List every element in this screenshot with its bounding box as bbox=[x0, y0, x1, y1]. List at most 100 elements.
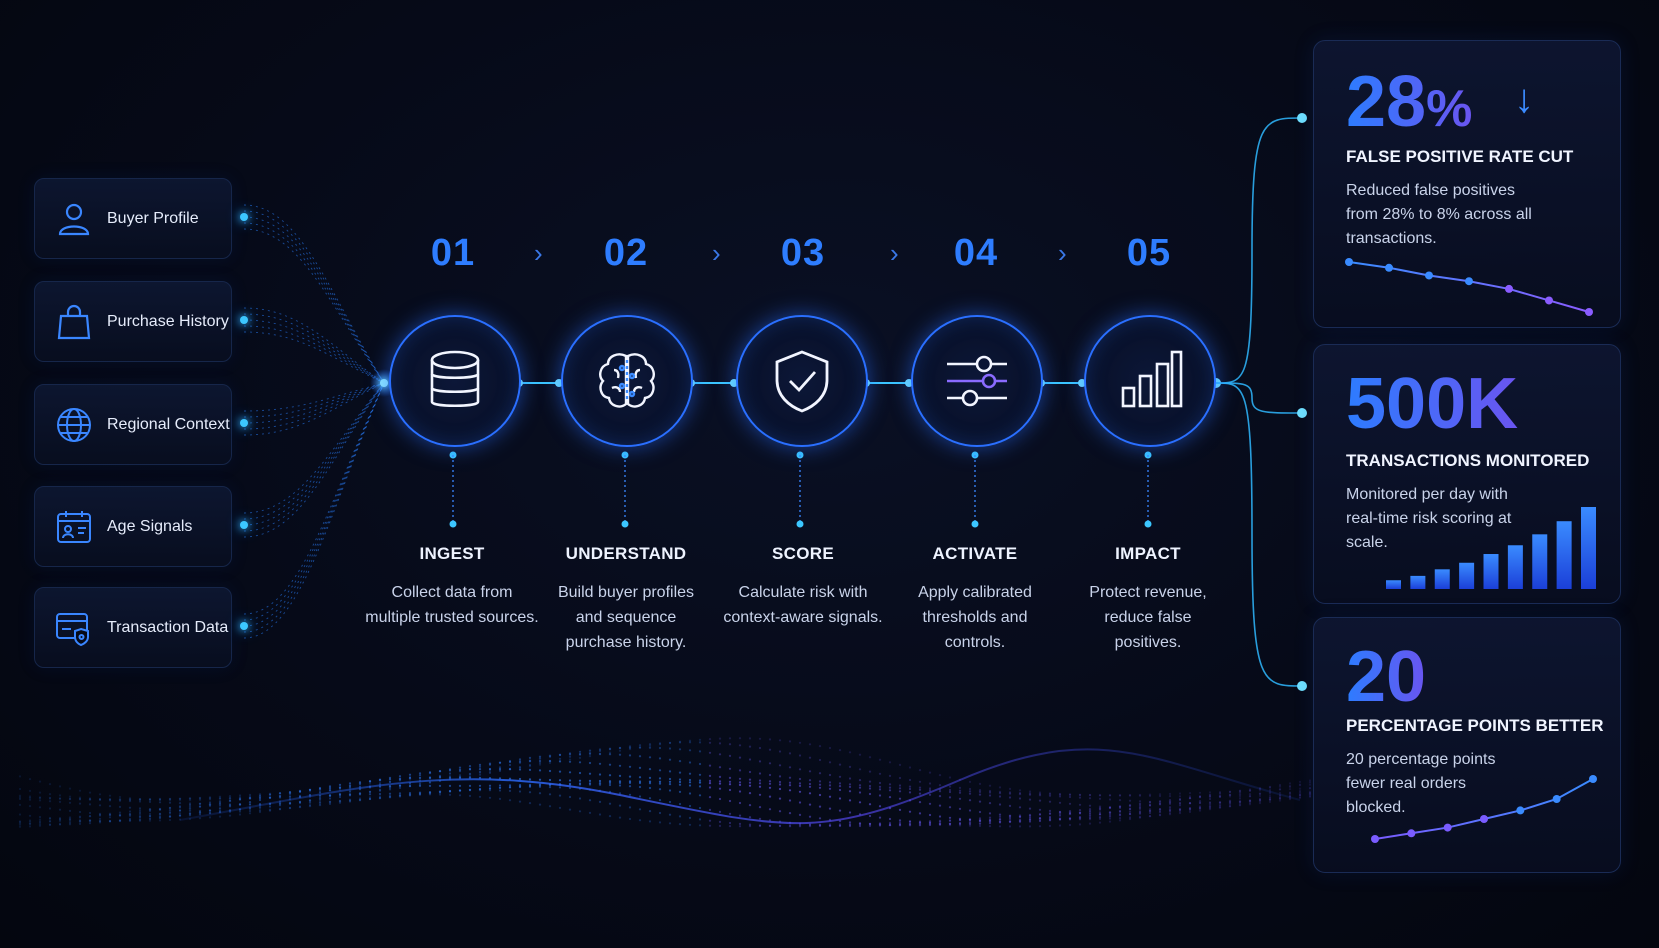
data-point bbox=[1465, 277, 1473, 286]
branch-line bbox=[1215, 382, 1303, 414]
step-description: Collect data from multiple trusted sourc… bbox=[365, 584, 539, 626]
step-circle-impact bbox=[1084, 315, 1216, 447]
step-description: Apply calibrated thresholds and controls… bbox=[918, 584, 1032, 651]
bar bbox=[1459, 562, 1475, 589]
metric-title: PERCENTAGE POINTS BETTER bbox=[1346, 716, 1604, 735]
data-point bbox=[1425, 271, 1433, 280]
input-card-purchase-history: Purchase History bbox=[34, 281, 232, 362]
step-circle-ingest bbox=[389, 315, 521, 447]
chevron-right-icon: › bbox=[712, 238, 721, 268]
step-title: INGEST bbox=[419, 544, 485, 563]
bar bbox=[1410, 575, 1426, 589]
data-point bbox=[1345, 258, 1353, 266]
data-point bbox=[1589, 775, 1597, 783]
branch-end-dot bbox=[1297, 113, 1307, 123]
metric-card-false-positive: 28% ↓ FALSE POSITIVE RATE CUT Reduced fa… bbox=[1313, 40, 1621, 328]
input-connector-dot bbox=[240, 521, 248, 529]
step-number: 05 bbox=[1126, 232, 1172, 274]
wave-line bbox=[179, 748, 1301, 825]
input-label: Regional Context bbox=[107, 415, 230, 433]
data-point bbox=[1505, 284, 1513, 293]
shopping-bag-icon bbox=[55, 303, 93, 341]
input-connector-dot bbox=[240, 419, 248, 427]
chevron-right-icon: › bbox=[1058, 238, 1067, 268]
input-card-regional-context: Regional Context bbox=[34, 384, 232, 465]
metric-value: 20 bbox=[1346, 637, 1427, 717]
step-connectors bbox=[449, 379, 1152, 528]
metric-title: FALSE POSITIVE RATE CUT bbox=[1346, 147, 1574, 166]
bar bbox=[1532, 534, 1548, 589]
data-point bbox=[1545, 296, 1553, 305]
chevron-right-icon: › bbox=[890, 238, 899, 268]
bar bbox=[1556, 521, 1572, 589]
data-point bbox=[1385, 263, 1393, 272]
shield-check-icon bbox=[775, 350, 829, 413]
card-shield-icon bbox=[55, 609, 93, 647]
input-connector-dot bbox=[240, 316, 248, 324]
bar bbox=[1434, 569, 1450, 589]
step-title: SCORE bbox=[772, 544, 834, 563]
input-card-age-signals: Age Signals bbox=[34, 486, 232, 567]
branch-end-dot bbox=[1297, 408, 1307, 418]
branch-line bbox=[1215, 382, 1303, 687]
data-point bbox=[1371, 835, 1379, 843]
input-card-transaction-data: Transaction Data bbox=[34, 587, 232, 668]
metric-value: 500K bbox=[1346, 364, 1519, 444]
step-number: 01 bbox=[430, 232, 476, 274]
step-number: 02 bbox=[603, 232, 649, 274]
data-point bbox=[1407, 829, 1416, 838]
step-circle-score bbox=[736, 315, 868, 447]
bar bbox=[1386, 580, 1401, 589]
step-circle-activate bbox=[911, 315, 1043, 447]
metric-title: TRANSACTIONS MONITORED bbox=[1346, 451, 1590, 470]
data-point bbox=[1585, 308, 1593, 316]
percentage-points-trend-chart bbox=[1371, 775, 1597, 843]
bar bbox=[1581, 507, 1596, 589]
step-number: 03 bbox=[780, 232, 826, 274]
input-label: Purchase History bbox=[107, 312, 229, 330]
bar-chart-icon bbox=[1121, 350, 1183, 408]
false-positive-trend-chart bbox=[1345, 258, 1593, 316]
step-description: Build buyer profiles and sequence purcha… bbox=[557, 584, 695, 651]
data-point bbox=[1480, 815, 1488, 823]
input-label: Buyer Profile bbox=[107, 209, 199, 227]
step-title: ACTIVATE bbox=[932, 544, 1018, 563]
sliders-icon bbox=[947, 355, 1007, 407]
input-label: Age Signals bbox=[107, 517, 193, 535]
step-circle-understand bbox=[561, 315, 693, 447]
input-connector-dot bbox=[240, 622, 248, 630]
step-title: IMPACT bbox=[1115, 544, 1181, 563]
data-point bbox=[1516, 806, 1525, 815]
metric-description: Monitored per day with real-time risk sc… bbox=[1346, 486, 1512, 551]
metric-value: 28% bbox=[1346, 62, 1473, 142]
series-line bbox=[1348, 261, 1590, 313]
metric-card-transactions: 500K TRANSACTIONS MONITORED Monitored pe… bbox=[1313, 344, 1621, 604]
metric-card-percentage-points: 20 PERCENTAGE POINTS BETTER 20 percentag… bbox=[1313, 617, 1621, 873]
input-label: Transaction Data bbox=[107, 618, 229, 636]
globe-icon bbox=[55, 406, 93, 444]
input-connector-dot bbox=[240, 213, 248, 221]
user-icon bbox=[55, 200, 93, 238]
bar bbox=[1483, 554, 1499, 589]
database-icon bbox=[430, 350, 480, 408]
input-card-buyer-profile: Buyer Profile bbox=[34, 178, 232, 259]
particle-wave bbox=[18, 737, 1312, 828]
branch-line bbox=[1215, 117, 1303, 384]
transactions-bar-chart bbox=[1386, 507, 1596, 589]
data-point bbox=[1552, 795, 1561, 803]
step-title: UNDERSTAND bbox=[565, 544, 687, 563]
data-point bbox=[1443, 823, 1452, 832]
bar bbox=[1507, 545, 1523, 589]
hub-dot bbox=[380, 379, 388, 387]
step-number: 04 bbox=[953, 232, 999, 274]
brain-icon bbox=[599, 353, 655, 408]
input-fan-lines bbox=[243, 204, 398, 639]
series-line bbox=[1374, 778, 1594, 840]
metric-description: Reduced false positives from 28% to 8% a… bbox=[1346, 182, 1532, 247]
step-description: Protect revenue, reduce false positives. bbox=[1089, 584, 1207, 651]
chevron-right-icon: › bbox=[534, 238, 543, 268]
branch-end-dot bbox=[1297, 681, 1307, 691]
metric-branches bbox=[1211, 113, 1307, 691]
step-description: Calculate risk with context-aware signal… bbox=[723, 584, 883, 626]
